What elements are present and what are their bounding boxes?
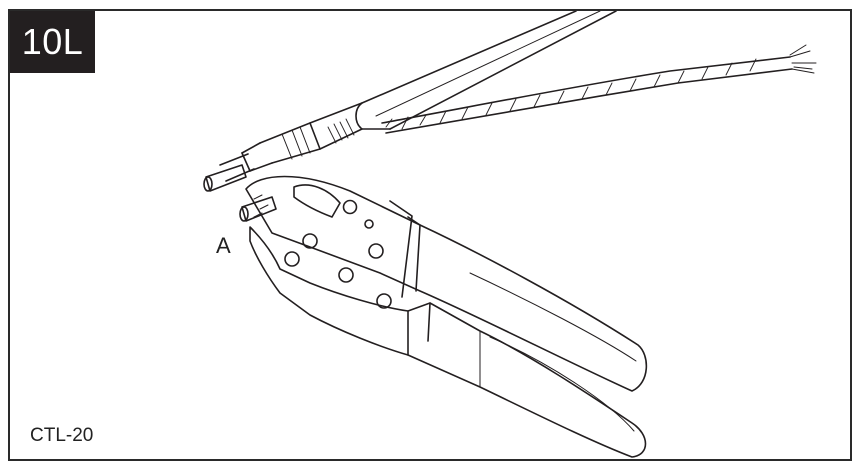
step-badge: 10L	[10, 11, 95, 73]
ferrule-terminals	[203, 164, 277, 222]
heating-cable	[219, 11, 617, 182]
ground-braid	[381, 44, 817, 134]
model-label: CTL-20	[30, 425, 94, 446]
illustration	[203, 11, 817, 458]
callout-label-a: A	[216, 233, 231, 258]
crimp-tool	[245, 175, 648, 458]
instruction-figure: 10L A CTL-20	[8, 9, 852, 461]
